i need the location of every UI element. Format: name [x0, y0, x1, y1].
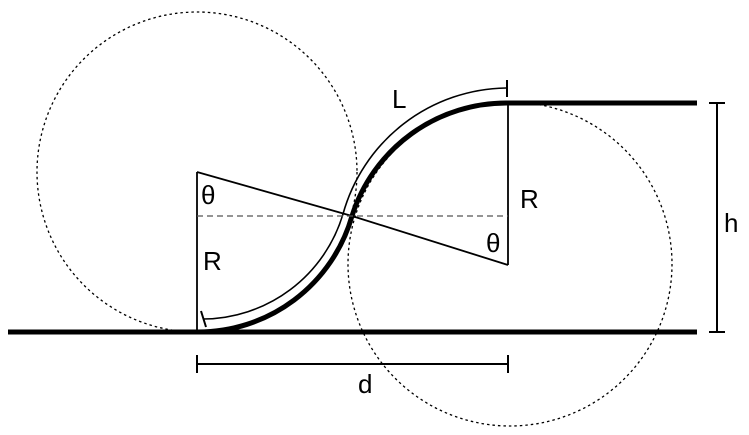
left-triangle-hyp: [196, 171, 353, 217]
distance-label: d: [358, 369, 372, 399]
angle-right-label: θ: [486, 228, 500, 258]
offset-end-tick-bottom: [200, 310, 207, 328]
right-circle: [347, 101, 673, 427]
arc-length-label: L: [392, 84, 406, 114]
radius-right-label: R: [520, 184, 539, 214]
angle-left-label: θ: [201, 180, 215, 210]
left-circle: [36, 11, 358, 333]
right-triangle-hyp: [351, 215, 509, 266]
height-label: h: [724, 208, 738, 238]
radius-left-label: R: [203, 246, 222, 276]
s-curve: [196, 100, 509, 335]
